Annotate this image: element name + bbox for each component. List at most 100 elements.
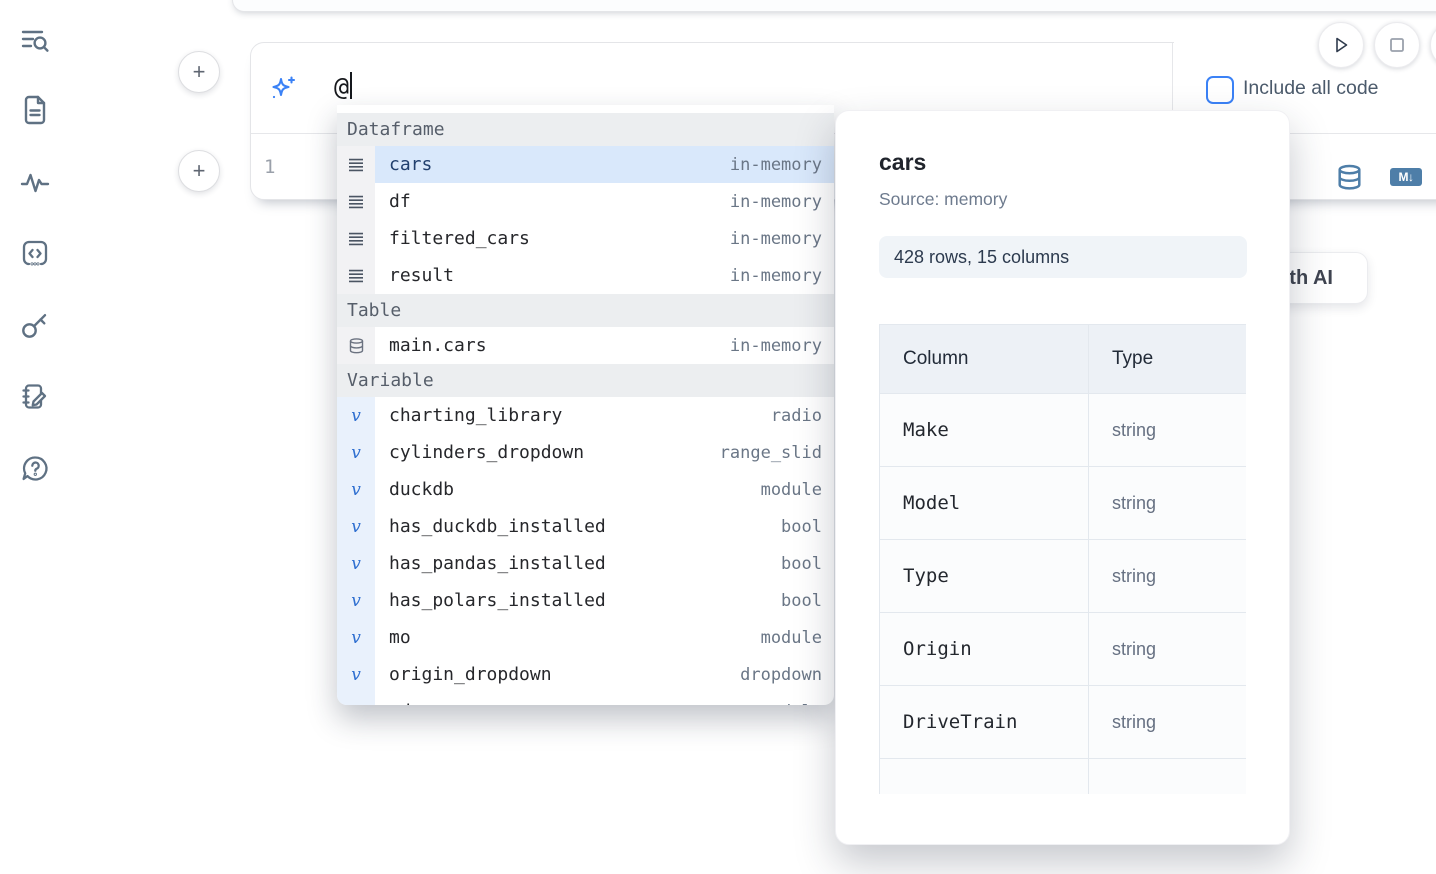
item-type: bool: [781, 553, 822, 574]
item-name: result: [389, 265, 455, 286]
item-name: has_pandas_installed: [389, 553, 606, 574]
dataframe-rows-icon: [337, 220, 375, 257]
variable-icon: v: [351, 553, 361, 574]
item-type: in-memory: [729, 191, 822, 212]
help-chat-icon[interactable]: [19, 453, 51, 485]
autocomplete-item-duckdb[interactable]: v duckdb module: [337, 471, 834, 508]
variable-icon: v: [351, 479, 361, 500]
file-document-icon[interactable]: [19, 94, 51, 126]
autocomplete-item-content: main.cars in-memory: [375, 327, 834, 364]
schema-column-type: string: [1088, 539, 1246, 613]
border-mask: [1174, 38, 1436, 46]
autocomplete-item-pd[interactable]: v pd module: [337, 693, 834, 705]
run-cell-button[interactable]: [1318, 22, 1364, 68]
variable-icon: v: [337, 508, 375, 545]
variable-icon: v: [337, 471, 375, 508]
schema-column-name: DriveTrain: [879, 685, 1089, 759]
autocomplete-item-content: duckdb module: [375, 471, 834, 508]
schema-header-type: Type: [1088, 324, 1246, 394]
item-name: main.cars: [389, 335, 487, 356]
autocomplete-item-content: pd module: [375, 693, 834, 705]
add-cell-button[interactable]: +: [178, 150, 220, 192]
item-type: in-memory: [729, 335, 822, 356]
schema-column-type: string: [1088, 685, 1246, 759]
schema-header-column: Column: [879, 324, 1089, 394]
item-name: origin_dropdown: [389, 664, 552, 685]
variable-icon: v: [337, 656, 375, 693]
code-snippets-icon[interactable]: [19, 238, 51, 270]
schema-column-type: string: [1088, 612, 1246, 686]
item-type: in-memory: [729, 154, 822, 175]
variable-icon: v: [337, 582, 375, 619]
autocomplete-section-header: Table: [337, 294, 834, 327]
item-type: module: [761, 702, 822, 706]
item-name: cars: [389, 154, 433, 175]
variable-icon: v: [337, 545, 375, 582]
table-database-icon: [337, 327, 375, 364]
ai-sparkle-icon: [268, 74, 298, 104]
item-type: module: [760, 627, 822, 648]
variable-icon: v: [351, 627, 361, 648]
variable-icon: v: [337, 397, 375, 434]
variable-icon: v: [337, 434, 375, 471]
preview-source: Source: memory: [879, 189, 1008, 209]
dataframe-rows-icon: [337, 183, 375, 220]
database-connection-icon[interactable]: [1335, 164, 1364, 191]
item-type: module: [760, 479, 822, 500]
schema-column-name: Origin: [879, 612, 1089, 686]
autocomplete-item-main.cars[interactable]: main.cars in-memory: [337, 327, 834, 364]
dataframe-rows-icon: [337, 257, 375, 294]
markdown-convert-icon[interactable]: M↓: [1390, 168, 1422, 186]
preview-title: cars: [879, 149, 927, 175]
key-icon[interactable]: [19, 309, 51, 341]
variable-icon: v: [351, 442, 361, 463]
add-cell-button[interactable]: +: [178, 51, 220, 93]
schema-column-name: Make: [879, 393, 1089, 467]
include-all-code-checkbox[interactable]: [1206, 76, 1234, 104]
schema-row-clipped: [879, 758, 1246, 794]
variable-icon: v: [351, 702, 361, 706]
item-name: duckdb: [389, 479, 455, 500]
line-number: 1: [264, 156, 276, 178]
autocomplete-item-content: cars in-memory: [375, 146, 834, 183]
shape-badge: 428 rows, 15 columns: [879, 236, 1247, 278]
ai-prompt-input[interactable]: @: [334, 72, 353, 101]
variable-icon: v: [337, 619, 375, 656]
schema-column-type: string: [1088, 466, 1246, 540]
stop-cell-button[interactable]: [1374, 22, 1420, 68]
scratchpad-icon[interactable]: [19, 381, 51, 413]
activity-icon[interactable]: [19, 166, 51, 198]
item-type: bool: [781, 590, 822, 611]
autocomplete-item-cars[interactable]: cars in-memory: [337, 146, 834, 183]
schema-column-type: string: [1088, 393, 1246, 467]
variable-icon: v: [351, 590, 361, 611]
search-list-icon[interactable]: [19, 24, 51, 56]
item-type: range_slid: [719, 442, 822, 463]
item-name: pd: [389, 701, 411, 705]
variable-icon: v: [351, 664, 361, 685]
autocomplete-item-has_pandas_installed[interactable]: v has_pandas_installed bool: [337, 545, 834, 582]
